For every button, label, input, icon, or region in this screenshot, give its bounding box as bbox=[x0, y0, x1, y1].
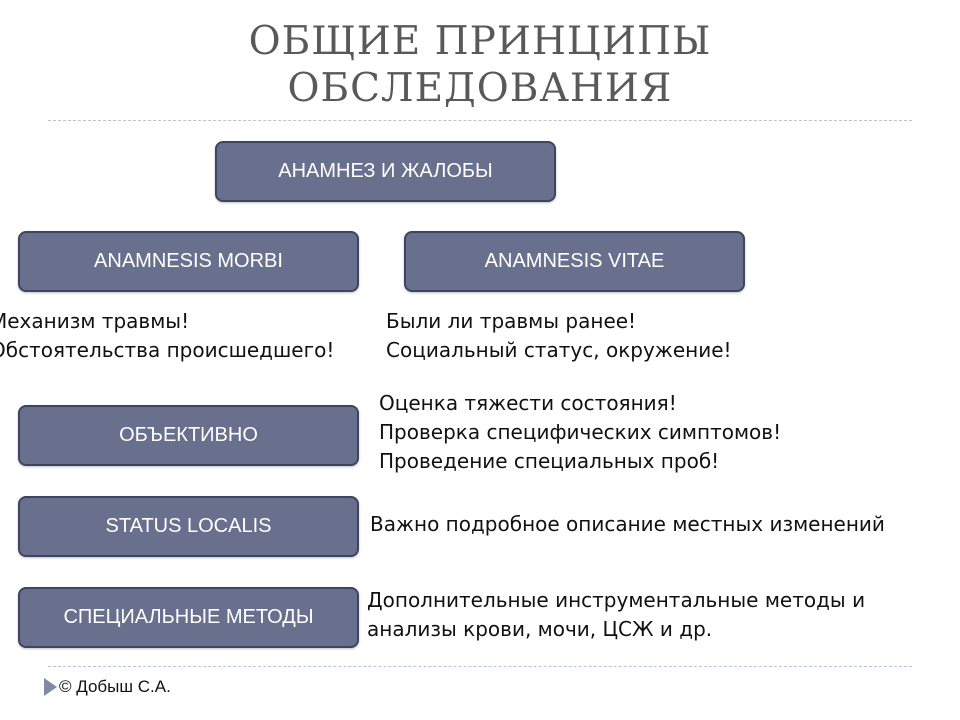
morbi-note-2: Обстоятельства происшедшего! bbox=[0, 338, 335, 362]
special-methods-box[interactable]: СПЕЦИАЛЬНЫЕ МЕТОДЫ bbox=[18, 587, 359, 648]
top-divider bbox=[48, 120, 912, 121]
author-credit: © Добыш С.А. bbox=[59, 677, 171, 696]
special-methods-note-2: анализы крови, мочи, ЦСЖ и др. bbox=[367, 617, 713, 641]
special-methods-notes: Дополнительные инструментальные методы и… bbox=[367, 586, 865, 644]
triangle-bullet-icon bbox=[44, 678, 57, 696]
objective-note-3: Проведение специальных проб! bbox=[379, 449, 720, 473]
objective-notes: Оценка тяжести состояния! Проверка специ… bbox=[379, 389, 781, 476]
objective-box[interactable]: ОБЪЕКТИВНО bbox=[18, 405, 359, 466]
objective-note-2: Проверка специфических симптомов! bbox=[379, 420, 782, 444]
anamnesis-morbi-notes: Механизм травмы! Обстоятельства происшед… bbox=[0, 307, 334, 365]
status-localis-note-1: Важно подробное описание местных изменен… bbox=[370, 512, 885, 536]
vitae-note-2: Социальный статус, окружение! bbox=[386, 338, 732, 362]
slide-title-line-2: ОБСЛЕДОВАНИЯ bbox=[287, 66, 673, 111]
morbi-note-1: Механизм травмы! bbox=[0, 309, 190, 333]
objective-note-1: Оценка тяжести состояния! bbox=[379, 391, 677, 415]
footer: © Добыш С.А. bbox=[44, 676, 171, 698]
slide-title: ОБЩИЕ ПРИНЦИПЫ ОБСЛЕДОВАНИЯ bbox=[0, 18, 960, 112]
anamnesis-vitae-box[interactable]: ANAMNESIS VITAE bbox=[404, 231, 745, 292]
special-methods-note-1: Дополнительные инструментальные методы и bbox=[367, 588, 866, 612]
status-localis-box[interactable]: STATUS LOCALIS bbox=[18, 496, 359, 557]
anamnesis-complaints-box[interactable]: АНАМНЕЗ И ЖАЛОБЫ bbox=[215, 141, 556, 202]
anamnesis-vitae-notes: Были ли травмы ранее! Социальный статус,… bbox=[386, 307, 732, 365]
status-localis-notes: Важно подробное описание местных изменен… bbox=[370, 510, 885, 539]
slide-title-line-1: ОБЩИЕ ПРИНЦИПЫ bbox=[248, 19, 712, 64]
bottom-divider bbox=[48, 666, 912, 667]
anamnesis-morbi-box[interactable]: ANAMNESIS MORBI bbox=[18, 231, 359, 292]
vitae-note-1: Были ли травмы ранее! bbox=[386, 309, 637, 333]
